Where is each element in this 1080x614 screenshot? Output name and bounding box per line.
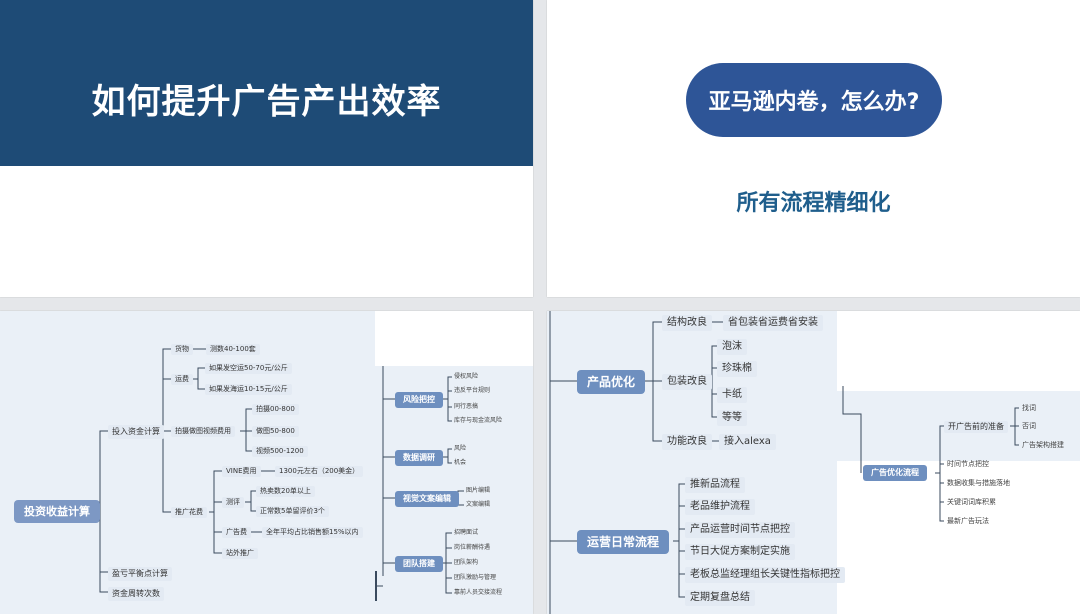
ad-item-3: 关键词词库积累 [947, 498, 996, 506]
ops-item-2: 老品维护流程 [685, 499, 755, 515]
question-pill: 亚马逊内卷，怎么办? [686, 63, 942, 137]
ad-item-1: 时间节点把控 [947, 460, 989, 468]
structure-node[interactable]: 结构改良 [662, 315, 712, 331]
structure-value: 省包装省运费省安装 [723, 315, 823, 331]
ad-item-4: 最新广告玩法 [947, 517, 989, 525]
team-item-1: 招聘面试 [454, 529, 479, 536]
turnover-node[interactable]: 资金周转次数 [108, 587, 164, 601]
risk-control-node[interactable]: 风险把控 [395, 392, 443, 408]
packaging-node[interactable]: 包装改良 [662, 374, 712, 390]
risk-item-1: 侵权风险 [454, 373, 479, 380]
team-item-4: 团队激励与管理 [454, 574, 497, 581]
breakeven-node[interactable]: 盈亏平衡点计算 [108, 567, 172, 581]
product-optimization-node[interactable]: 产品优化 [577, 370, 646, 394]
root-investment-calc[interactable]: 投资收益计算 [14, 500, 100, 523]
function-value: 接入alexa [719, 434, 776, 450]
ads-value: 全年平均占比销售额15%以内 [262, 527, 363, 538]
pack-item-1: 泡沫 [717, 339, 747, 355]
slide-thumbnail-3[interactable]: 投资收益计算 投入资金计算 盈亏平衡点计算 资金周转次数 货物 测数40-100… [0, 311, 533, 614]
mindmap-connectors [92, 348, 464, 601]
review-item-2: 正常数5单留评价3个 [256, 506, 329, 517]
prep-item-3: 广告架构搭建 [1022, 441, 1064, 449]
slide-thumbnail-2[interactable]: 亚马逊内卷，怎么办? 所有流程精细化 [547, 0, 1080, 297]
risk-item-4: 库存与现金流风险 [454, 417, 503, 424]
visual-copy-node[interactable]: 视觉文案编辑 [395, 491, 459, 507]
prep-item-1: 找词 [1022, 404, 1036, 412]
sea-freight: 如果发海运10-15元/公斤 [205, 384, 292, 395]
function-node[interactable]: 功能改良 [662, 434, 712, 450]
visual-item-2: 文案编辑 [466, 501, 491, 508]
review-item-1: 热卖数20单以上 [256, 486, 315, 497]
photo-cost-node[interactable]: 拍摄做图视频费用 [171, 426, 235, 437]
ads-node[interactable]: 广告费 [222, 527, 251, 538]
team-build-node[interactable]: 团队搭建 [395, 556, 443, 572]
mindmap-connectors [549, 311, 1019, 614]
data-item-1: 风险 [454, 445, 467, 452]
team-item-5: 靠前人员交接流程 [454, 589, 503, 596]
pack-item-4: 等等 [717, 410, 747, 426]
goods-node[interactable]: 货物 [171, 344, 193, 355]
air-freight: 如果发空运50-70元/公斤 [205, 363, 292, 374]
review-node[interactable]: 测评 [222, 497, 244, 508]
title-banner: 如何提升广告产出效率 [0, 0, 533, 166]
shipping-node[interactable]: 运费 [171, 374, 193, 385]
slide-title: 如何提升广告产出效率 [91, 82, 442, 122]
white-patch [375, 311, 533, 366]
ad-optimization-node[interactable]: 广告优化流程 [863, 465, 927, 481]
answer-text: 所有流程精细化 [736, 191, 891, 216]
slide-thumbnail-1[interactable]: 如何提升广告产出效率 [0, 0, 533, 297]
pack-item-2: 珍珠棉 [717, 361, 757, 377]
invest-calc-node[interactable]: 投入资金计算 [108, 425, 164, 439]
vine-value: 1300元左右（200美金） [275, 466, 364, 477]
vine-node[interactable]: VINE费用 [222, 466, 261, 477]
team-item-2: 岗位薪酬待遇 [454, 544, 491, 551]
white-patch [837, 461, 1080, 614]
pack-item-3: 卡纸 [717, 387, 747, 403]
ops-item-3: 产品运营时间节点把控 [685, 522, 795, 538]
ops-flow-node[interactable]: 运营日常流程 [577, 530, 670, 554]
white-patch [837, 311, 1080, 391]
visual-item-1: 图片编辑 [466, 487, 491, 494]
photo-item-2: 做图50-800 [252, 426, 299, 437]
risk-item-2: 违反平台规则 [454, 387, 491, 394]
goods-value: 测数40-100套 [206, 344, 260, 355]
promo-node[interactable]: 推广花费 [171, 507, 207, 518]
data-research-node[interactable]: 数据调研 [395, 450, 443, 466]
photo-item-1: 拍摄00-800 [252, 404, 299, 415]
ops-item-1: 推新品流程 [685, 477, 745, 493]
ops-item-5: 老板总监经理组长关键性指标把控 [685, 567, 845, 583]
ad-prep-node[interactable]: 开广告前的准备 [944, 421, 1008, 433]
risk-item-3: 同行恶搞 [454, 403, 479, 410]
team-item-3: 团队架构 [454, 559, 479, 566]
data-item-2: 机会 [454, 459, 467, 466]
ops-item-4: 节日大促方案制定实施 [685, 544, 795, 560]
slide-thumbnail-4[interactable]: 产品优化 结构改良 省包装省运费省安装 包装改良 泡沫 珍珠棉 卡纸 等等 功能… [547, 311, 1080, 614]
photo-item-3: 视频500-1200 [252, 446, 308, 457]
ad-item-2: 数据收集与措施落地 [947, 479, 1010, 487]
prep-item-2: 否词 [1022, 422, 1036, 430]
ops-item-6: 定期复盘总结 [685, 590, 755, 606]
offsite-node[interactable]: 站外推广 [222, 548, 258, 559]
